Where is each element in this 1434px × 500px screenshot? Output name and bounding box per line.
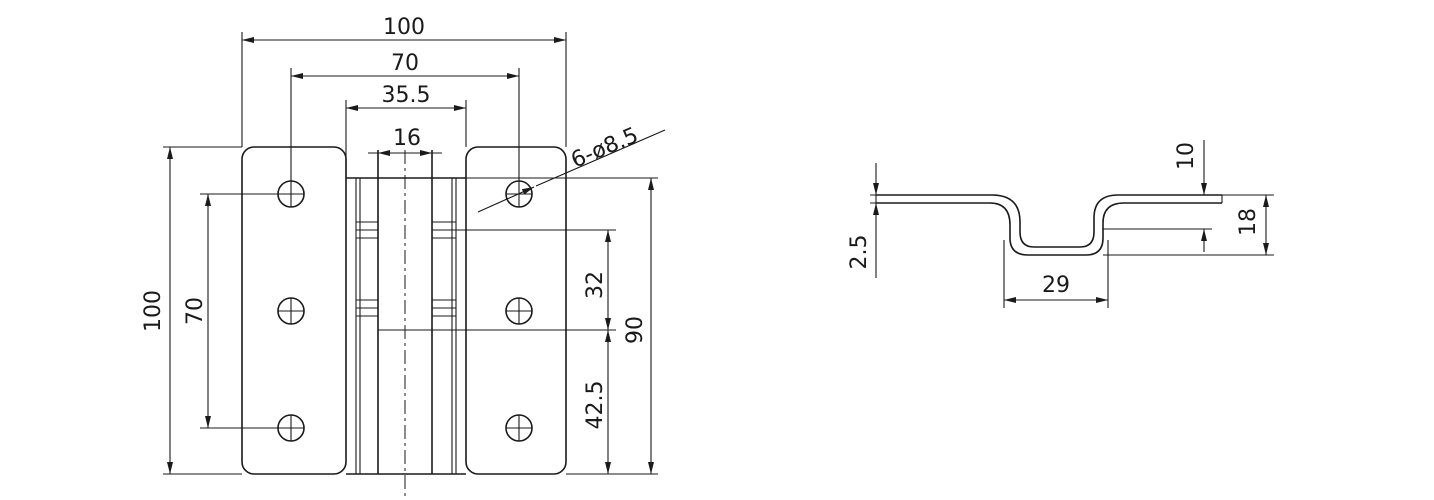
dimension-center-width: 35.5 [345, 83, 467, 178]
dim-label-upper-segment: 32 [583, 271, 608, 299]
dimension-thickness: 2.5 [847, 163, 892, 278]
profile-outer [876, 194, 1222, 248]
dimension-overall-width: 100 [241, 15, 567, 147]
dimension-knuckle-segments: 32 42.5 [432, 229, 616, 475]
hole [505, 414, 533, 442]
hole [277, 414, 305, 442]
dim-label-thickness: 2.5 [847, 235, 872, 270]
dim-label-hole-callout: 6-ø8.5 [568, 123, 643, 174]
left-leaf [241, 146, 347, 475]
dimension-overall-height: 100 [141, 146, 242, 475]
dim-label-overall-height: 100 [141, 290, 166, 332]
dim-label-overall-width: 100 [383, 15, 425, 40]
dimension-hole-spacing-vertical: 70 [183, 193, 278, 429]
hole [505, 297, 533, 325]
mounting-holes [277, 180, 533, 442]
knuckle-body [346, 150, 466, 475]
profile-inner [876, 202, 1222, 256]
dimension-right-height: 90 [466, 177, 658, 475]
dim-label-hole-spacing-vertical: 70 [183, 297, 208, 325]
dim-label-hole-spacing-horizontal: 70 [391, 51, 419, 76]
side-view: 2.5 10 18 29 [847, 140, 1274, 308]
dim-label-right-height: 90 [623, 316, 648, 344]
dimension-offset-total: 18 [1103, 194, 1274, 256]
hole [277, 180, 305, 208]
dimension-offset-small: 10 [1103, 140, 1212, 252]
dimension-hole-spacing-horizontal: 70 [290, 51, 520, 181]
right-leaf [465, 146, 567, 475]
dimension-bottom-width: 29 [1003, 240, 1109, 308]
dim-label-center-width: 35.5 [382, 83, 431, 108]
dim-label-lower-segment: 42.5 [583, 381, 608, 430]
dimension-knuckle-width: 16 [368, 126, 442, 156]
dim-label-offset-total: 18 [1236, 208, 1261, 236]
dim-label-offset-small: 10 [1174, 142, 1199, 170]
dim-label-bottom-width: 29 [1042, 273, 1070, 298]
hole [277, 297, 305, 325]
dim-label-knuckle-width: 16 [393, 126, 421, 151]
front-view: 100 70 35.5 16 6-ø8.5 [141, 15, 666, 498]
